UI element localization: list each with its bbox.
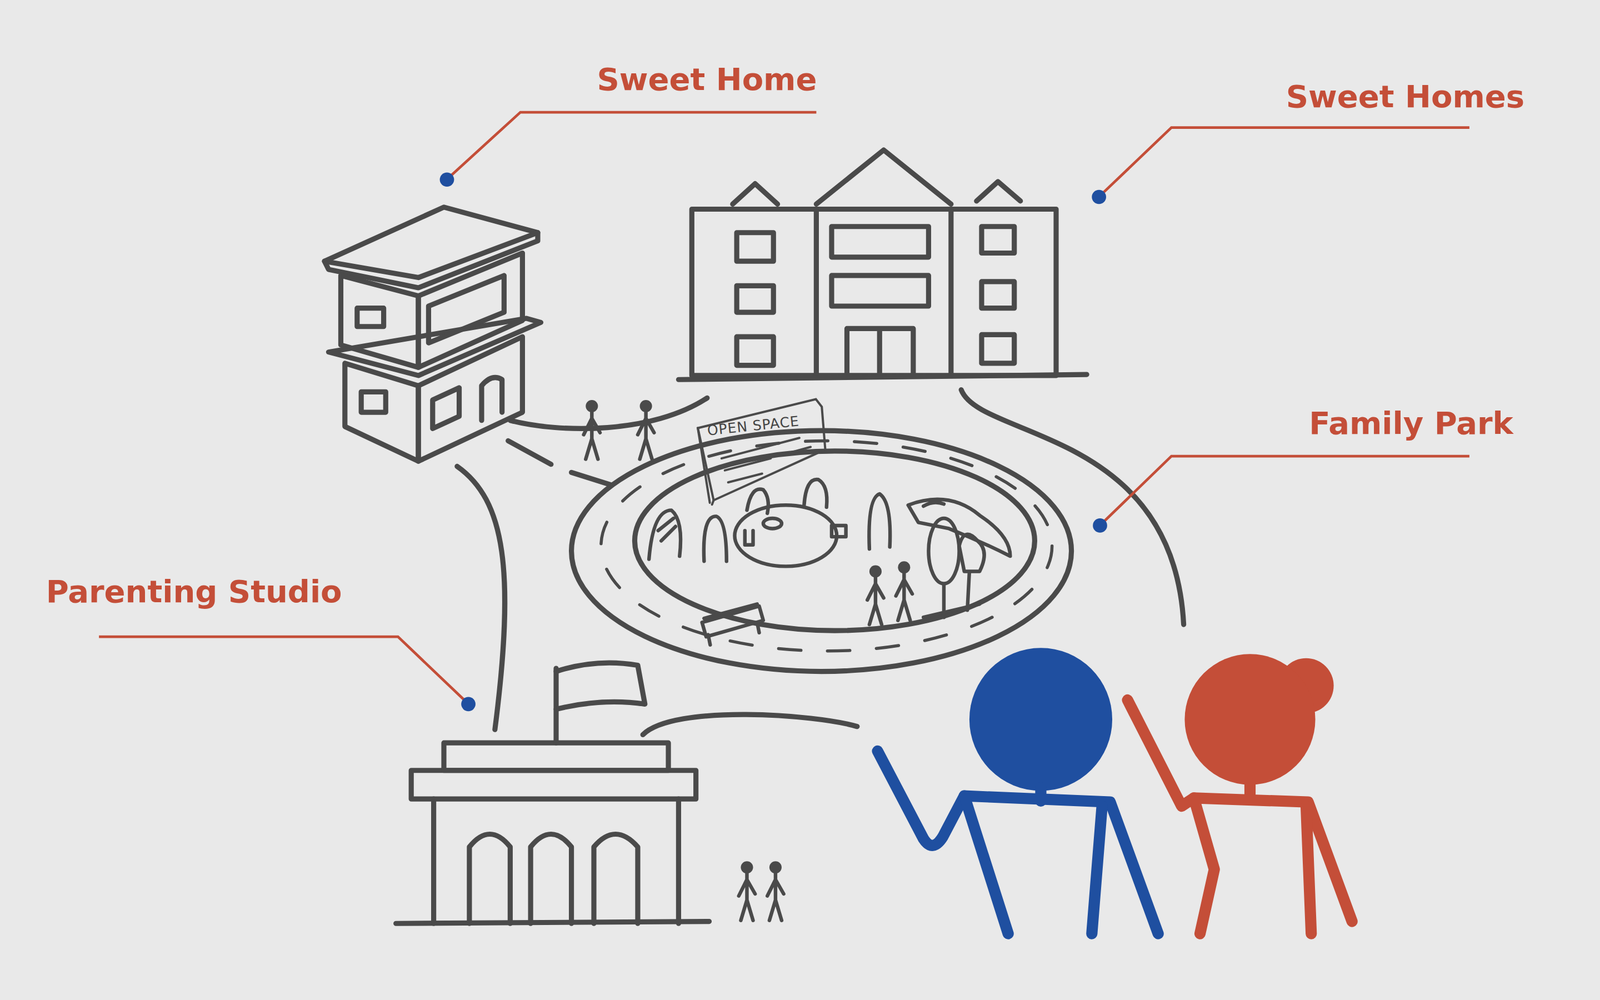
people-part <box>738 861 755 921</box>
apartment-building <box>678 150 1087 380</box>
leader-dots-part <box>461 696 476 712</box>
sign-text: OPEN SPACE <box>706 411 828 439</box>
house-building-part <box>357 308 384 327</box>
park-furniture-part <box>763 518 782 529</box>
park-furniture-part <box>702 603 764 645</box>
house-building-part <box>432 387 460 429</box>
studio-building-part <box>443 742 669 771</box>
park-furniture-part <box>746 489 768 514</box>
red-figure-part <box>1127 700 1353 922</box>
studio-building-part <box>433 798 679 924</box>
red-figure <box>1127 653 1353 934</box>
blue-figure-part <box>969 647 1113 791</box>
apartment-building-part <box>736 232 774 262</box>
apartment-building-part <box>831 275 929 307</box>
walking-paths-part <box>510 397 707 429</box>
park-furniture-part <box>831 525 847 537</box>
walking-paths-part <box>961 390 1184 625</box>
callout-label: Sweet Home <box>596 62 817 97</box>
leader-dots-part <box>440 172 455 187</box>
apartment-building-part <box>846 328 913 375</box>
studio-building-part <box>556 662 645 709</box>
park-furniture-part <box>734 505 837 567</box>
sign-strokes <box>696 398 831 506</box>
leader-dots-part <box>1092 518 1108 533</box>
red-figure-part <box>1184 653 1315 785</box>
callout-label: Sweet Homes <box>1286 79 1525 114</box>
park-ring-part <box>571 430 1072 672</box>
house-building-part <box>428 275 504 343</box>
sketch-lines <box>324 150 1184 924</box>
sign-scribble <box>720 437 814 484</box>
leader-lines-part <box>451 112 817 176</box>
sign-post <box>697 427 714 505</box>
people-part <box>867 565 884 625</box>
studio-building-part <box>469 834 510 924</box>
park-ring <box>571 430 1072 672</box>
apartment-building-part <box>736 285 774 313</box>
park-furniture-part <box>745 530 754 545</box>
park-furniture-part <box>703 516 727 562</box>
walking-paths-part <box>642 714 858 735</box>
apartment-building-part <box>816 150 951 204</box>
sign-board: OPEN SPACE <box>693 396 834 506</box>
house-building-part <box>361 391 386 413</box>
park-furniture-part <box>648 510 681 559</box>
sign-board-outline <box>696 398 831 502</box>
apartment-building-part <box>976 181 1021 202</box>
house-building <box>324 207 541 462</box>
studio-building-part <box>593 834 638 924</box>
callout-label: Family Park <box>1308 406 1514 441</box>
park-furniture-part <box>923 603 980 618</box>
studio-building <box>396 662 710 924</box>
people-part <box>767 861 784 921</box>
people <box>583 400 913 921</box>
apartment-building-part <box>981 334 1015 363</box>
apartment-building-part <box>816 209 951 376</box>
studio-building-part <box>553 668 559 743</box>
people-part <box>896 561 913 621</box>
callout-label: Parenting Studio <box>46 574 343 609</box>
blue-figure <box>877 647 1159 934</box>
leader-lines <box>98 112 1470 700</box>
apartment-building-part <box>736 336 774 365</box>
park-furniture-part <box>803 479 827 508</box>
park-ring-part <box>634 451 1035 631</box>
leader-lines-part <box>1103 456 1470 522</box>
house-building-part <box>324 207 538 278</box>
park-furniture-part <box>928 518 959 584</box>
park-furniture-part <box>868 493 890 549</box>
house-building-part <box>345 363 419 462</box>
leader-lines-part <box>1103 127 1470 194</box>
studio-building-part <box>396 921 710 924</box>
people-part <box>583 400 600 460</box>
park-ring-part <box>601 440 1053 651</box>
studio-building-part <box>411 770 696 799</box>
blue-figure-part <box>964 796 1103 934</box>
blue-figure-part <box>877 751 1159 934</box>
park-furniture-part <box>959 534 985 611</box>
park-furniture <box>648 479 1010 645</box>
studio-building-part <box>530 834 572 924</box>
sign-outline <box>693 396 834 506</box>
walking-paths-part <box>457 466 505 730</box>
red-figure-part <box>1193 797 1312 934</box>
apartment-building-part <box>981 281 1015 309</box>
apartment-building-part <box>678 374 1087 380</box>
house-building-part <box>340 275 419 368</box>
apartment-building-part <box>981 226 1015 254</box>
people-part <box>637 400 654 460</box>
apartment-building-part <box>691 209 1057 376</box>
apartment-building-part <box>831 226 929 258</box>
leader-dots-part <box>1091 190 1107 205</box>
apartment-building-part <box>732 183 778 205</box>
leader-lines-part <box>98 636 465 700</box>
house-building-part <box>481 377 503 421</box>
leader-dots <box>440 172 1108 712</box>
